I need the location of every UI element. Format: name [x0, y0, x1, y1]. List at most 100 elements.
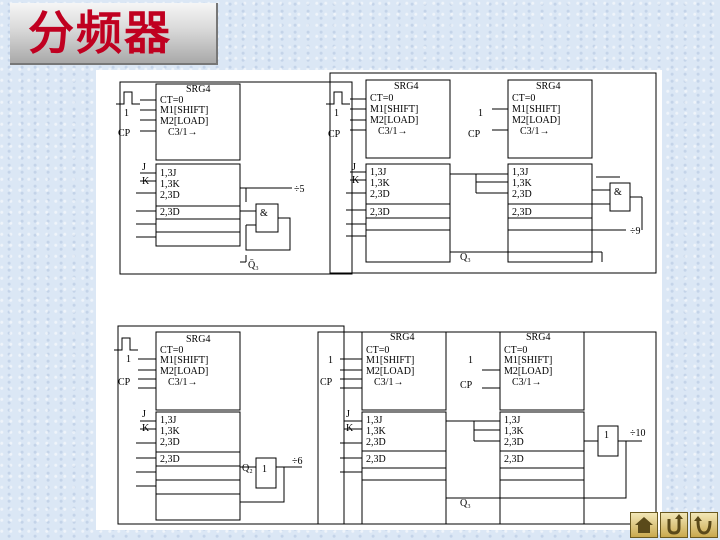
srg4-label: SRG4 — [394, 81, 418, 92]
ct0-label: CT=0 — [366, 345, 389, 356]
srg4-label: SRG4 — [186, 334, 210, 345]
q3-output-label: Q̄₃ — [460, 497, 471, 509]
divider-circuits-diagram: SRG4 CT=0 M1[SHIFT] M2[LOAD] C3/1→ 1 CP … — [96, 70, 662, 530]
srg4-label-2: SRG4 — [526, 332, 550, 343]
circuit-canvas: SRG4 CT=0 M1[SHIFT] M2[LOAD] C3/1→ 1 CP … — [114, 72, 657, 525]
c3-label: C3/1→ — [374, 377, 403, 388]
m1-label: M1[SHIFT] — [366, 355, 414, 366]
labels-circuit-div6: SRG4 CT=0 M1[SHIFT] M2[LOAD] C3/1→ 1 CP … — [118, 334, 303, 475]
k13-label: 1,3K — [370, 178, 391, 189]
srg4-label: SRG4 — [186, 84, 210, 95]
k-label: K — [346, 423, 354, 434]
undo-button[interactable] — [690, 512, 718, 538]
srg4-label-2: SRG4 — [536, 81, 560, 92]
not-gate-label: 1 — [604, 430, 609, 441]
labels-circuit-div5: SRG4 CT=0 M1[SHIFT] M2[LOAD] C3/1→ 1 CP … — [118, 84, 305, 271]
k13-label: 1,3K — [160, 426, 181, 437]
one-input-label-2: 1 — [468, 355, 473, 366]
m1-label-2: M1[SHIFT] — [504, 355, 552, 366]
d23-label-4: 2,3D — [512, 207, 532, 218]
one-input-label: 1 — [334, 108, 339, 119]
cp-label: CP — [320, 377, 333, 388]
cp-label-2: CP — [468, 129, 481, 140]
one-input-label: 1 — [124, 108, 129, 119]
m1-label: M1[SHIFT] — [160, 355, 208, 366]
and-gate-label: & — [614, 187, 622, 198]
m2-label-2: M2[LOAD] — [512, 115, 560, 126]
m2-label: M2[LOAD] — [370, 115, 418, 126]
c3-label: C3/1→ — [168, 127, 197, 138]
j13-label: 1,3J — [160, 168, 177, 179]
ct0-label-2: CT=0 — [504, 345, 527, 356]
j-label: J — [346, 409, 350, 420]
j-label: J — [142, 409, 146, 420]
home-button[interactable] — [630, 512, 658, 538]
k-label: K — [352, 175, 360, 186]
j13-label-2: 1,3J — [512, 167, 529, 178]
k-label: K — [142, 176, 150, 187]
m2-label: M2[LOAD] — [160, 116, 208, 127]
d23-label-2: 2,3D — [370, 207, 390, 218]
title-banner: 分频器 — [10, 3, 218, 65]
labels-circuit-div9: SRG4 CT=0 M1[SHIFT] M2[LOAD] C3/1→ 1 CP … — [328, 81, 641, 263]
d23-label: 2,3D — [160, 437, 180, 448]
div10-output-label: ÷10 — [630, 428, 646, 439]
circuit-div5 — [116, 81, 353, 275]
one-input-label-2: 1 — [478, 108, 483, 119]
cp-label: CP — [118, 377, 131, 388]
and-gate-label: & — [260, 208, 268, 219]
q2-output-label: Q₂ — [242, 463, 253, 474]
k13-label: 1,3K — [160, 179, 181, 190]
return-button[interactable] — [660, 512, 688, 538]
d23-label-3: 2,3D — [504, 437, 524, 448]
j13-label: 1,3J — [370, 167, 387, 178]
d23-label-2: 2,3D — [160, 207, 180, 218]
d23-label: 2,3D — [160, 190, 180, 201]
cp-label-2: CP — [460, 380, 473, 391]
circuit-div10 — [317, 331, 657, 525]
m2-label: M2[LOAD] — [366, 366, 414, 377]
j13-label-2: 1,3J — [504, 415, 521, 426]
d23-label: 2,3D — [370, 189, 390, 200]
one-input-label: 1 — [126, 354, 131, 365]
j-label: J — [352, 162, 356, 173]
j13-label: 1,3J — [160, 415, 177, 426]
m1-label-2: M1[SHIFT] — [512, 104, 560, 115]
ct0-label-2: CT=0 — [512, 93, 535, 104]
ct0-label: CT=0 — [160, 95, 183, 106]
m2-label-2: M2[LOAD] — [504, 366, 552, 377]
m1-label: M1[SHIFT] — [160, 105, 208, 116]
ct0-label: CT=0 — [370, 93, 393, 104]
d23-label-2: 2,3D — [366, 454, 386, 465]
div9-output-label: ÷9 — [630, 226, 641, 237]
div5-output-label: ÷5 — [294, 184, 305, 195]
k13-label-2: 1,3K — [504, 426, 525, 437]
one-input-label: 1 — [328, 355, 333, 366]
j13-label: 1,3J — [366, 415, 383, 426]
j-label: J — [142, 162, 146, 173]
div6-output-label: ÷6 — [292, 456, 303, 467]
d23-label-2: 2,3D — [160, 454, 180, 465]
c3-label: C3/1→ — [168, 377, 197, 388]
srg4-label: SRG4 — [390, 332, 414, 343]
home-icon — [635, 517, 653, 533]
k13-label-2: 1,3K — [512, 178, 533, 189]
circuit-div9 — [326, 72, 657, 274]
q3-output-label: Q̄₃ — [460, 251, 471, 263]
undo-icon — [694, 516, 712, 535]
c3-label: C3/1→ — [378, 126, 407, 137]
c3-label-2: C3/1→ — [512, 377, 541, 388]
return-icon — [667, 514, 683, 535]
m2-label: M2[LOAD] — [160, 366, 208, 377]
k-label: K — [142, 423, 150, 434]
cp-label: CP — [118, 128, 131, 139]
q3-output-label: Q̄₃ — [248, 259, 259, 271]
ct0-label: CT=0 — [160, 345, 183, 356]
circuit-div6 — [114, 325, 345, 525]
d23-label-3: 2,3D — [512, 189, 532, 200]
cp-label: CP — [328, 129, 341, 140]
m1-label: M1[SHIFT] — [370, 104, 418, 115]
d23-label-4: 2,3D — [504, 454, 524, 465]
d23-label: 2,3D — [366, 437, 386, 448]
k13-label: 1,3K — [366, 426, 387, 437]
